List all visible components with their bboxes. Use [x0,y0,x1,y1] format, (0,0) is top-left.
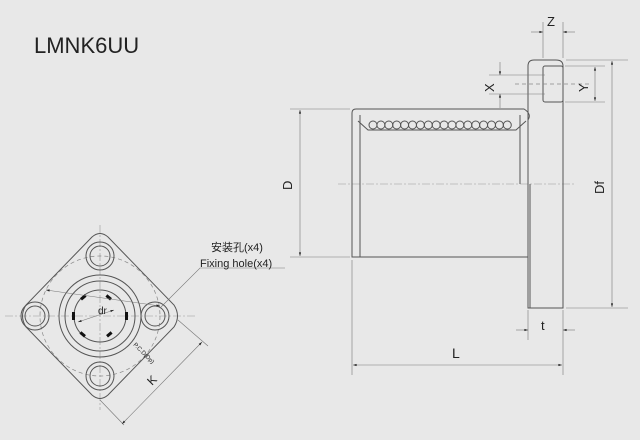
ball [423,120,433,130]
fixing-holes [20,241,170,391]
ball [392,120,402,130]
ball [408,120,417,130]
ball [471,120,481,130]
ball [439,120,449,130]
ball [455,120,465,130]
ball [502,120,512,130]
fixing-hole-label-cn: 安装孔(x4) [211,240,263,254]
Y-label: Y [576,83,591,92]
ball [376,120,386,130]
ball [384,120,394,130]
ball-row [368,120,512,130]
D-label: D [280,181,295,190]
flange-diamond [22,233,178,399]
ball [368,120,378,130]
dr-label: dr [98,306,108,317]
model-title: LMNK6UU [34,33,140,58]
ball [447,120,457,130]
ball [431,120,441,130]
pcd-circle [39,255,161,377]
flange [527,59,564,309]
ball [400,120,410,130]
K-label: K [144,373,160,389]
ball [415,120,425,130]
L-label: L [452,345,460,361]
ball [463,120,473,130]
ball [487,120,496,130]
ball [494,120,504,130]
X-label: X [482,83,497,92]
t-label: t [541,318,545,333]
pcd-label: P.C.D(Dp) [132,342,155,365]
fixing-hole-label-en: Fixing hole(x4) [200,258,272,270]
end-view: dr P.C.D(Dp) 安装孔(x4) Fixing hole(x4) K [5,225,285,426]
bearing-body [351,108,530,258]
side-view: D Df Z X Y [280,14,628,375]
Z-label: Z [547,14,555,29]
ball [479,120,489,130]
Df-label: Df [592,181,607,194]
